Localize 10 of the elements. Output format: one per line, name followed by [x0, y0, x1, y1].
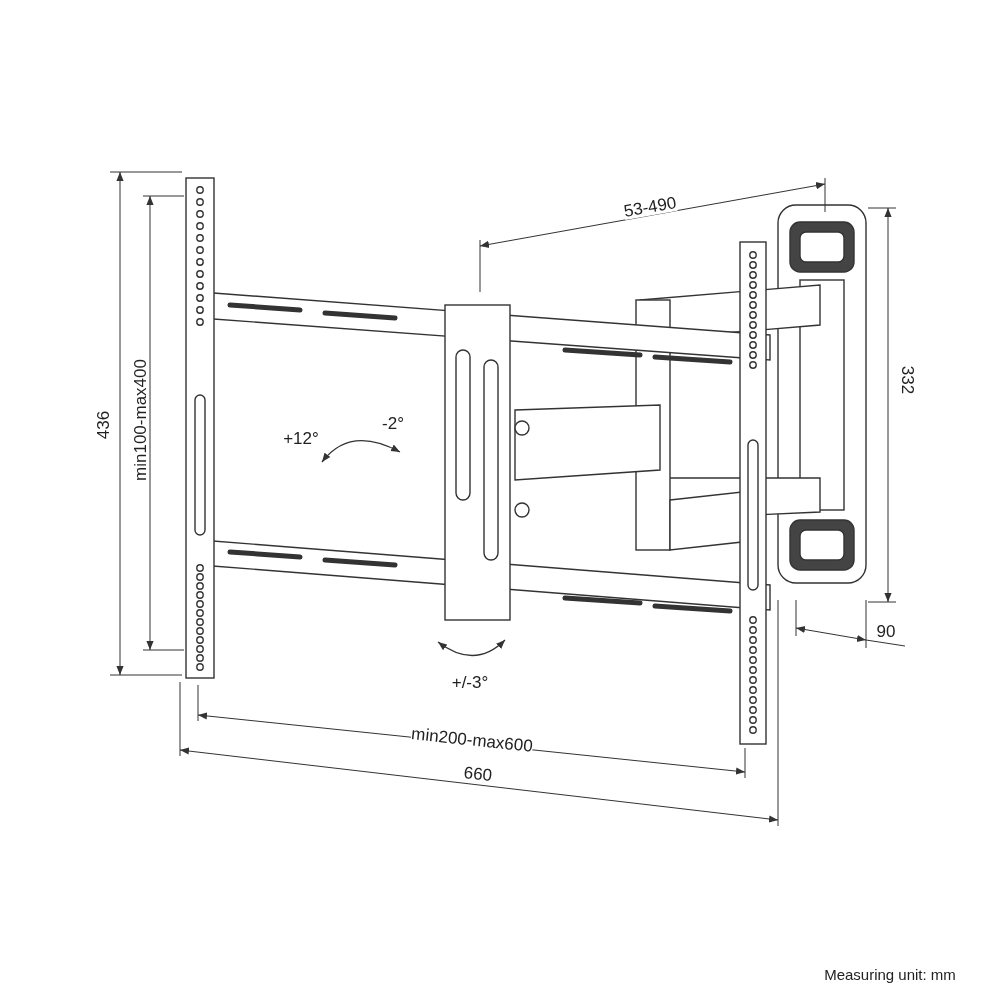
dimension-label: 90 — [876, 622, 896, 640]
angle-label: +12° — [283, 429, 319, 447]
dimension-label: 660 — [463, 764, 493, 784]
dimension-label: 53-490 — [622, 194, 678, 220]
angle-label: -2° — [382, 414, 404, 432]
measuring-unit-note: Measuring unit: mm — [824, 966, 956, 982]
angle-label: +/-3° — [451, 673, 489, 691]
dimension-label: min100-max400 — [131, 359, 149, 481]
dimension-label: 436 — [94, 410, 112, 440]
dimension-label: min200-max600 — [410, 725, 534, 755]
